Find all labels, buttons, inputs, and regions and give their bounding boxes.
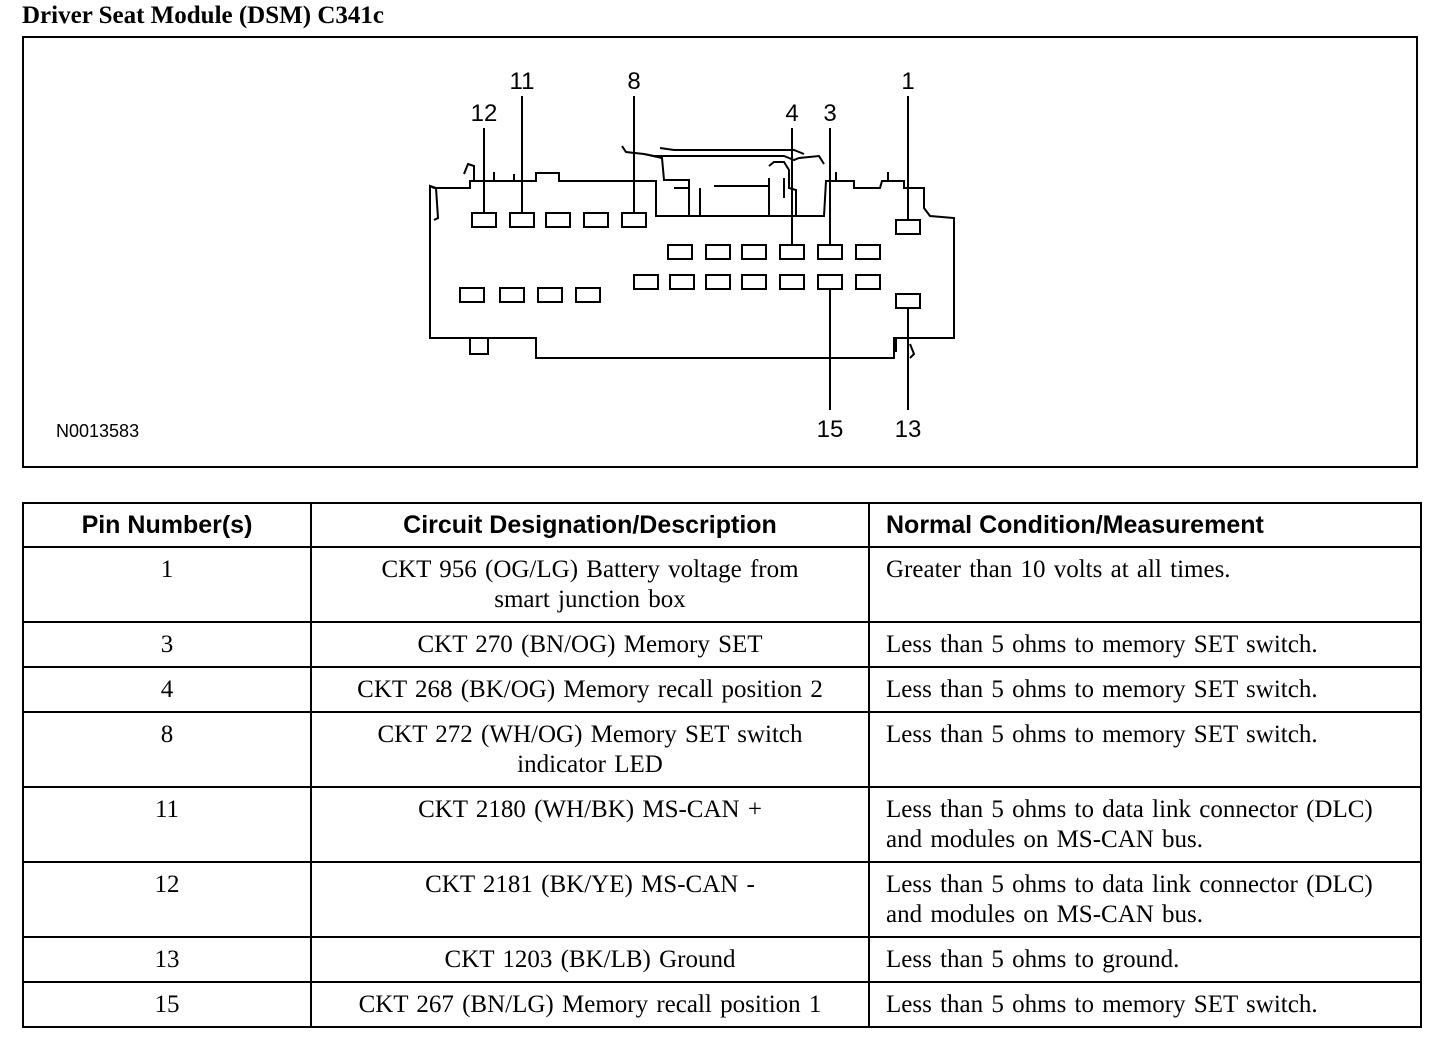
pin-label-11: 11 <box>509 68 535 95</box>
cell-circuit: CKT 956 (OG/LG) Battery voltage from sma… <box>310 546 870 623</box>
table-row: 12 CKT 2181 (BK/YE) MS-CAN - Less than 5… <box>22 861 1422 938</box>
cell-condition: Less than 5 ohms to ground. <box>868 936 1422 983</box>
cell-pin: 8 <box>22 711 312 788</box>
cell-condition: Greater than 10 volts at all times. <box>868 546 1422 623</box>
header-condition: Normal Condition/Measurement <box>868 502 1422 548</box>
pin-label-15: 15 <box>816 416 844 443</box>
pin-label-8: 8 <box>627 68 641 95</box>
table-header-row: Pin Number(s) Circuit Designation/Descri… <box>22 502 1422 548</box>
cell-pin: 3 <box>22 621 312 668</box>
pin-label-3: 3 <box>823 100 837 127</box>
cell-condition: Less than 5 ohms to memory SET switch. <box>868 711 1422 788</box>
table-row: 11 CKT 2180 (WH/BK) MS-CAN + Less than 5… <box>22 786 1422 863</box>
connector-housing-outline <box>429 172 955 359</box>
bottom-tab-left <box>469 338 489 355</box>
latch-detail <box>621 145 825 216</box>
top-tab-left <box>463 162 475 181</box>
cell-circuit: CKT 272 (WH/OG) Memory SET switch indica… <box>310 711 870 788</box>
cell-circuit: CKT 1203 (BK/LB) Ground <box>310 936 870 983</box>
cell-circuit: CKT 268 (BK/OG) Memory recall position 2 <box>310 666 870 713</box>
cell-pin: 15 <box>22 981 312 1028</box>
pin-label-1: 1 <box>901 68 915 95</box>
cell-pin: 11 <box>22 786 312 863</box>
page-title: Driver Seat Module (DSM) C341c <box>22 2 384 29</box>
cell-condition: Less than 5 ohms to data link connector … <box>868 861 1422 938</box>
cell-pin: 12 <box>22 861 312 938</box>
table-row: 3 CKT 270 (BN/OG) Memory SET Less than 5… <box>22 621 1422 668</box>
pin-label-4: 4 <box>785 100 799 127</box>
pin-label-12: 12 <box>470 100 498 127</box>
cell-pin: 4 <box>22 666 312 713</box>
table-row: 13 CKT 1203 (BK/LB) Ground Less than 5 o… <box>22 936 1422 983</box>
top-tab-right <box>835 172 889 181</box>
table-row: 15 CKT 267 (BN/LG) Memory recall positio… <box>22 981 1422 1028</box>
cell-circuit: CKT 267 (BN/LG) Memory recall position 1 <box>310 981 870 1028</box>
connector-drawing <box>429 96 955 410</box>
table-row: 1 CKT 956 (OG/LG) Battery voltage from s… <box>22 546 1422 623</box>
pin-table: Pin Number(s) Circuit Designation/Descri… <box>22 502 1422 1028</box>
cell-condition: Less than 5 ohms to data link connector … <box>868 786 1422 863</box>
table-row: 8 CKT 272 (WH/OG) Memory SET switch indi… <box>22 711 1422 788</box>
connector-diagram: 12 11 8 4 3 1 15 13 N0013583 <box>22 36 1418 468</box>
cell-pin: 1 <box>22 546 312 623</box>
header-pin-number: Pin Number(s) <box>22 502 312 548</box>
cell-circuit: CKT 270 (BN/OG) Memory SET <box>310 621 870 668</box>
housing-latch-left <box>429 185 440 221</box>
cell-pin: 13 <box>22 936 312 983</box>
pin-label-13: 13 <box>894 416 922 443</box>
bottom-tab-right <box>895 338 916 359</box>
cell-circuit: CKT 2181 (BK/YE) MS-CAN - <box>310 861 870 938</box>
cell-condition: Less than 5 ohms to memory SET switch. <box>868 981 1422 1028</box>
cell-condition: Less than 5 ohms to memory SET switch. <box>868 621 1422 668</box>
table-row: 4 CKT 268 (BK/OG) Memory recall position… <box>22 666 1422 713</box>
header-circuit: Circuit Designation/Description <box>310 502 870 548</box>
top-tab-small <box>493 172 515 181</box>
cell-circuit: CKT 2180 (WH/BK) MS-CAN + <box>310 786 870 863</box>
figure-id: N0013583 <box>56 421 140 441</box>
cell-condition: Less than 5 ohms to memory SET switch. <box>868 666 1422 713</box>
